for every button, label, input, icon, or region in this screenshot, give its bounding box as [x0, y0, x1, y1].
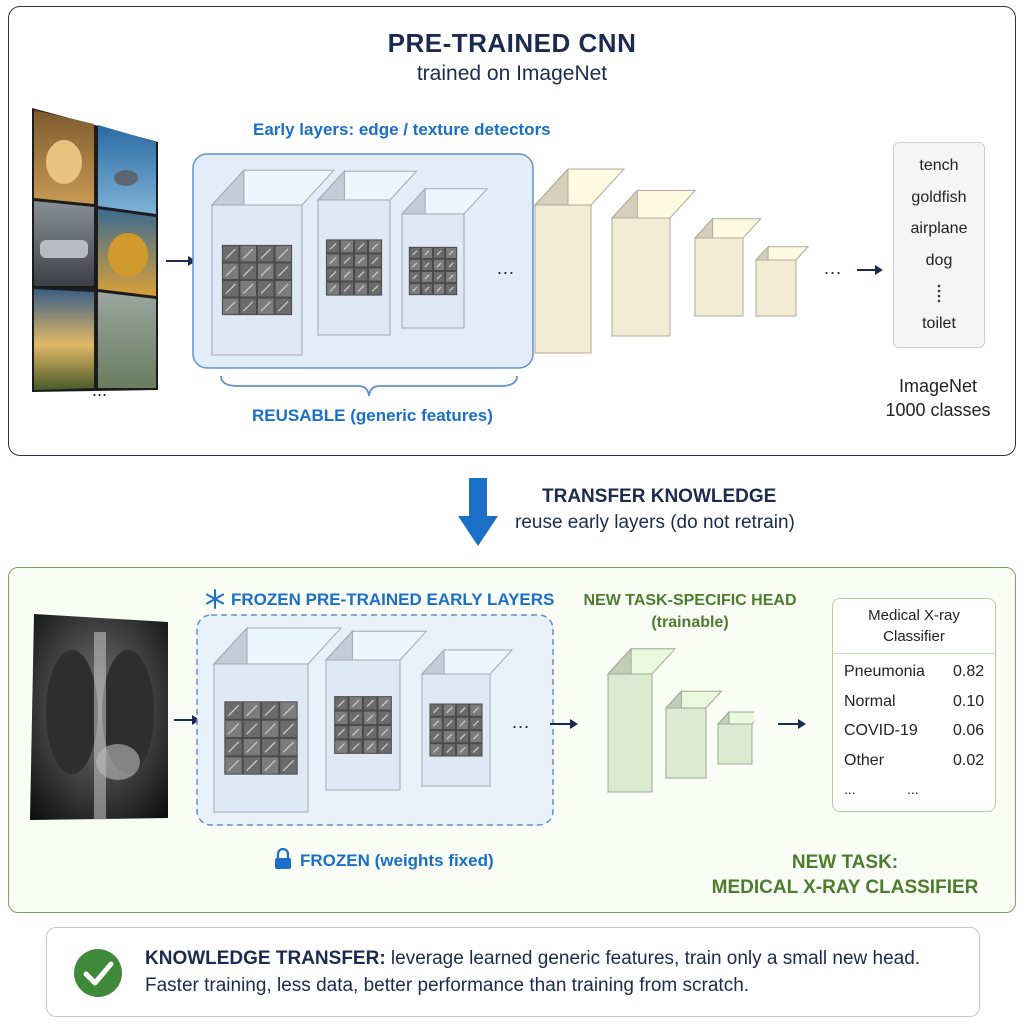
panel-subtitle: trained on ImageNet	[416, 62, 608, 85]
xray-input-arrow-icon	[174, 715, 200, 725]
frozen-layer-block	[420, 648, 514, 788]
imagenet-sample-images	[32, 108, 158, 392]
lock-icon	[275, 848, 291, 869]
pretrained-cnn-panel	[8, 6, 1016, 456]
frozen-caption: FROZEN (weights fixed)	[300, 851, 494, 870]
early-layer-block	[210, 168, 336, 357]
early-layers-label: Early layers: edge / texture detectors	[253, 120, 551, 139]
reusable-label: REUSABLE (generic features)	[252, 406, 493, 425]
early-layer-block	[400, 187, 489, 330]
note-line-2: Faster training, less data, better perfo…	[145, 975, 750, 996]
class-item: tench	[919, 157, 959, 174]
chest-xray-image	[30, 614, 168, 820]
late-layer-block	[610, 189, 697, 338]
checkmark-circle-icon	[74, 949, 122, 997]
transfer-down-arrow-icon	[458, 478, 498, 546]
medical-classifier-box: Medical X-ray Classifier Pneumonia 0.82 …	[832, 598, 996, 812]
classes-caption-2: 1000 classes	[885, 400, 991, 420]
input-arrow-icon	[166, 256, 196, 266]
frozen-layers-ellipsis: ...	[512, 712, 531, 732]
result-value: 0.82	[953, 663, 985, 680]
cnn-architecture	[192, 153, 810, 369]
more-images-ellipsis: ...	[92, 380, 108, 400]
result-label: COVID-19	[844, 722, 918, 739]
late-layer-block	[693, 217, 762, 318]
result-value: 0.10	[953, 693, 985, 710]
output-arrow-icon	[857, 265, 883, 275]
note-bold-label: KNOWLEDGE TRANSFER:	[145, 948, 386, 969]
classifier-divider	[833, 653, 995, 654]
transfer-title: TRANSFER KNOWLEDGE	[542, 486, 777, 507]
frozen-layers-label: FROZEN PRE-TRAINED EARLY LAYERS	[231, 590, 555, 609]
transfer-architecture	[196, 614, 754, 826]
class-item: toilet	[922, 315, 956, 332]
class-item: airplane	[910, 220, 968, 237]
head-label-2: (trainable)	[651, 614, 729, 631]
result-label: Other	[844, 752, 885, 769]
new-task-label-1: NEW TASK:	[791, 852, 899, 873]
result-value: 0.06	[953, 722, 985, 739]
early-layer-block	[316, 169, 418, 337]
result-value: 0.02	[953, 752, 985, 769]
note-line-1: KNOWLEDGE TRANSFER: leverage learned gen…	[145, 948, 920, 970]
to-head-arrow-icon	[550, 719, 578, 729]
frozen-layer-block	[212, 626, 343, 814]
to-classifier-arrow-icon	[778, 719, 806, 729]
head-layer-block	[664, 689, 723, 780]
class-item: dog	[925, 252, 953, 269]
frozen-layer-block	[324, 629, 428, 792]
class-item: goldfish	[911, 189, 967, 206]
late-layer-block	[533, 167, 626, 355]
results-more-ellipsis: ...	[844, 781, 856, 797]
result-label: Normal	[844, 693, 896, 710]
reusable-brace	[220, 375, 518, 397]
classes-caption-1: ImageNet	[898, 376, 978, 396]
panel-title: PRE-TRAINED CNN	[387, 28, 637, 58]
result-label: Pneumonia	[844, 663, 925, 680]
late-layer-block	[754, 245, 810, 318]
note-line-1-text: leverage learned generic features, train…	[385, 948, 921, 969]
snowflake-icon	[206, 589, 224, 609]
classifier-title-1: Medical X-ray	[868, 607, 960, 624]
late-layers-ellipsis: ...	[824, 258, 843, 278]
head-label-1: NEW TASK-SPECIFIC HEAD	[583, 592, 797, 609]
knowledge-transfer-note: KNOWLEDGE TRANSFER: leverage learned gen…	[46, 927, 980, 1017]
head-layer-block	[606, 647, 677, 794]
head-layer-block	[716, 710, 754, 766]
vertical-ellipsis-icon	[937, 284, 941, 303]
results-more-ellipsis: ...	[907, 781, 919, 797]
imagenet-class-list: tench goldfish airplane dog toilet	[893, 142, 985, 348]
classifier-title-2: Classifier	[883, 628, 945, 645]
new-task-label-2: MEDICAL X-RAY CLASSIFIER	[711, 877, 979, 898]
transfer-subtitle: reuse early layers (do not retrain)	[515, 512, 795, 533]
early-layers-ellipsis: ...	[497, 258, 516, 278]
